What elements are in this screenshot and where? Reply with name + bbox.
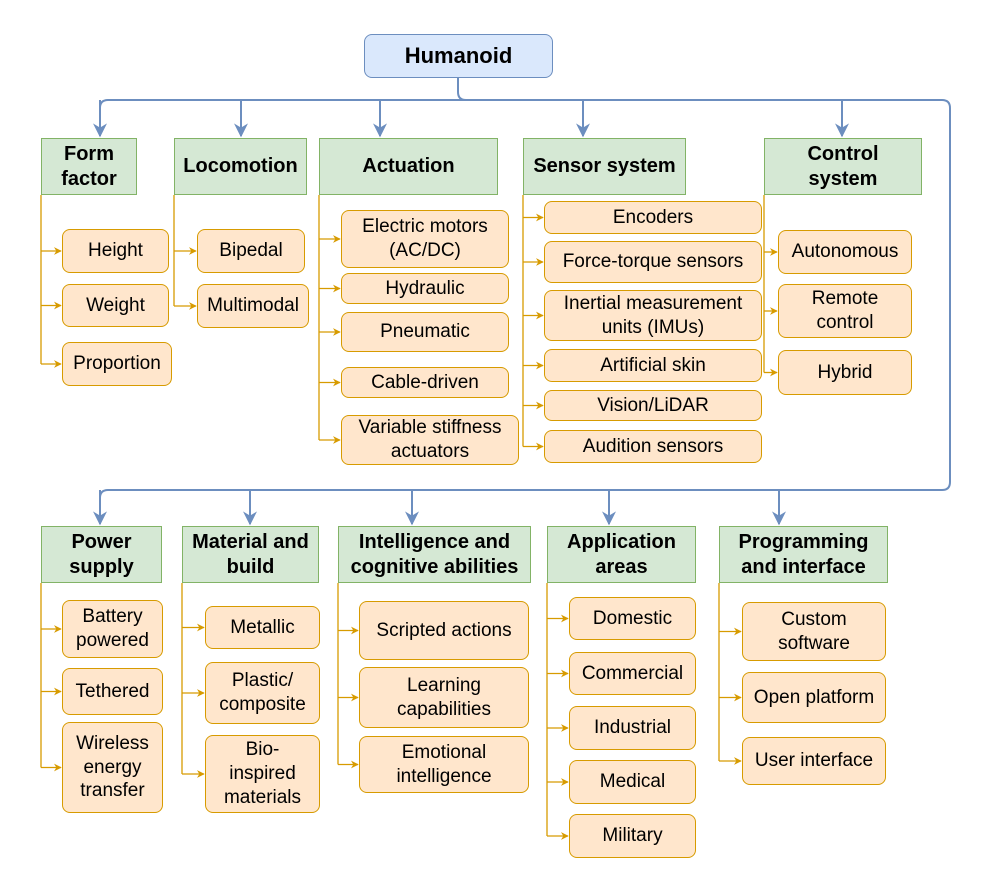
root-stem [457,78,467,101]
leaf-node: Tethered [62,668,163,715]
leaf-node: Military [569,814,696,858]
leaf-node: Multimodal [197,284,309,328]
leaf-node: Emotional intelligence [359,736,529,793]
leaf-node: Learning capabilities [359,667,529,728]
leaf-node: Proportion [62,342,172,386]
leaf-node: Vision/LiDAR [544,390,762,421]
leaf-node: Bipedal [197,229,305,273]
leaf-node: Medical [569,760,696,804]
leaf-node: Electric motors (AC/DC) [341,210,509,268]
leaf-node: Pneumatic [341,312,509,352]
leaf-node: Open platform [742,672,886,723]
leaf-node: Audition sensors [544,430,762,463]
leaf-node: Hybrid [778,350,912,395]
leaf-node: Hydraulic [341,273,509,304]
leaf-node: Artificial skin [544,349,762,382]
leaf-node: Bio- inspired materials [205,735,320,813]
category-node: Actuation [319,138,498,195]
category-node: Form factor [41,138,137,195]
leaf-node: Scripted actions [359,601,529,660]
leaf-node: Plastic/ composite [205,662,320,724]
category-node: Application areas [547,526,696,583]
leaf-node: Cable-driven [341,367,509,398]
leaf-node: Encoders [544,201,762,234]
category-node: Locomotion [174,138,307,195]
leaf-node: User interface [742,737,886,785]
category-node: Programming and interface [719,526,888,583]
category-node: Control system [764,138,922,195]
leaf-node: Metallic [205,606,320,649]
leaf-node: Wireless energy transfer [62,722,163,813]
root-node: Humanoid [364,34,553,78]
category-node: Intelligence and cognitive abilities [338,526,531,583]
leaf-node: Force-torque sensors [544,241,762,283]
leaf-node: Inertial measurement units (IMUs) [544,290,762,341]
leaf-node: Height [62,229,169,273]
leaf-node: Domestic [569,597,696,640]
leaf-node: Industrial [569,706,696,750]
leaf-node: Remote control [778,284,912,338]
leaf-node: Commercial [569,652,696,695]
leaf-node: Weight [62,284,169,327]
category-node: Power supply [41,526,162,583]
leaf-node: Autonomous [778,230,912,274]
leaf-node: Battery powered [62,600,163,658]
leaf-node: Custom software [742,602,886,661]
category-node: Material and build [182,526,319,583]
category-node: Sensor system [523,138,686,195]
leaf-node: Variable stiffness actuators [341,415,519,465]
